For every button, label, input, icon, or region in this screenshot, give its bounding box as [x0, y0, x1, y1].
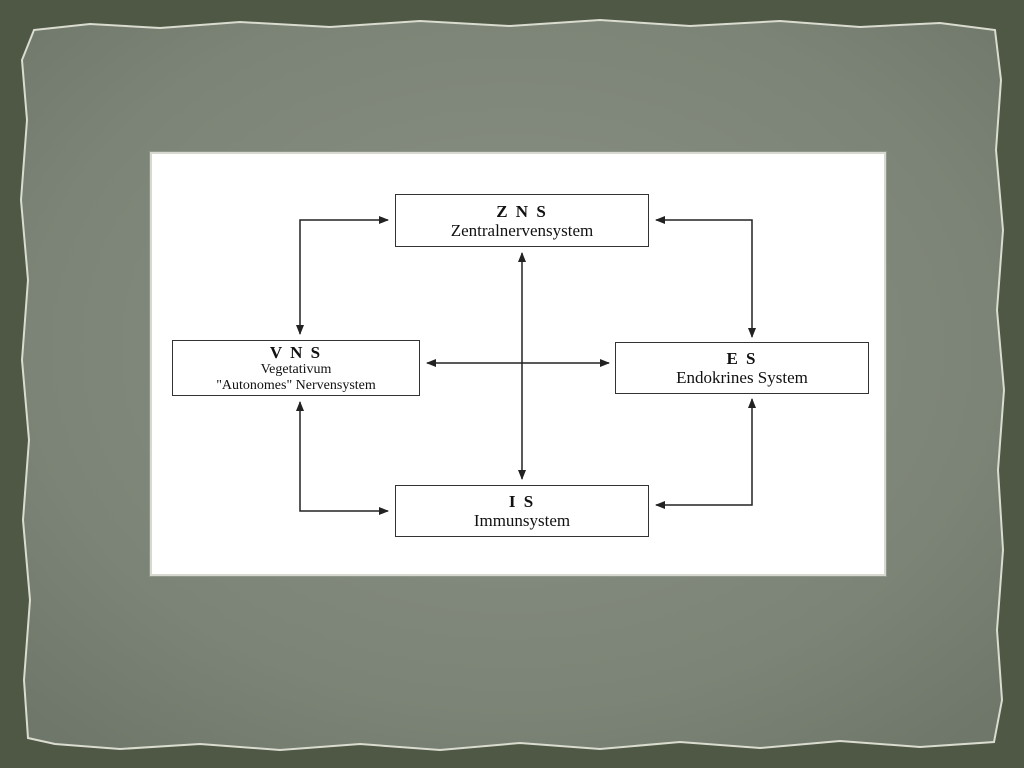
- node-zns-abbr: Z N S: [496, 201, 548, 221]
- node-is-name: Immunsystem: [473, 511, 571, 530]
- node-vns: V N S Vegetativum "Autonomes" Nervensyst…: [172, 340, 420, 396]
- node-es-abbr: E S: [726, 349, 758, 368]
- node-vns-abbr: V N S: [269, 342, 323, 362]
- connector-es-is: [655, 398, 756, 509]
- connector-vns-is: [296, 401, 389, 515]
- node-is-abbr: I S: [508, 492, 536, 511]
- connector-zns-es: [655, 216, 756, 338]
- diagram-panel: Z N S Zentralnervensystem V N S Vegetati…: [150, 152, 886, 576]
- connection-lines: [296, 216, 756, 515]
- node-vns-line2: "Autonomes" Nervensystem: [216, 377, 376, 393]
- node-vns-line1: Vegetativum: [260, 361, 332, 377]
- connector-zns-vns: [296, 216, 389, 335]
- node-zns: Z N S Zentralnervensystem: [395, 194, 649, 247]
- node-es-name: Endokrines System: [676, 368, 808, 387]
- node-zns-name: Zentralnervensystem: [450, 220, 594, 240]
- node-is: I S Immunsystem: [395, 485, 649, 537]
- node-es: E S Endokrines System: [615, 342, 869, 394]
